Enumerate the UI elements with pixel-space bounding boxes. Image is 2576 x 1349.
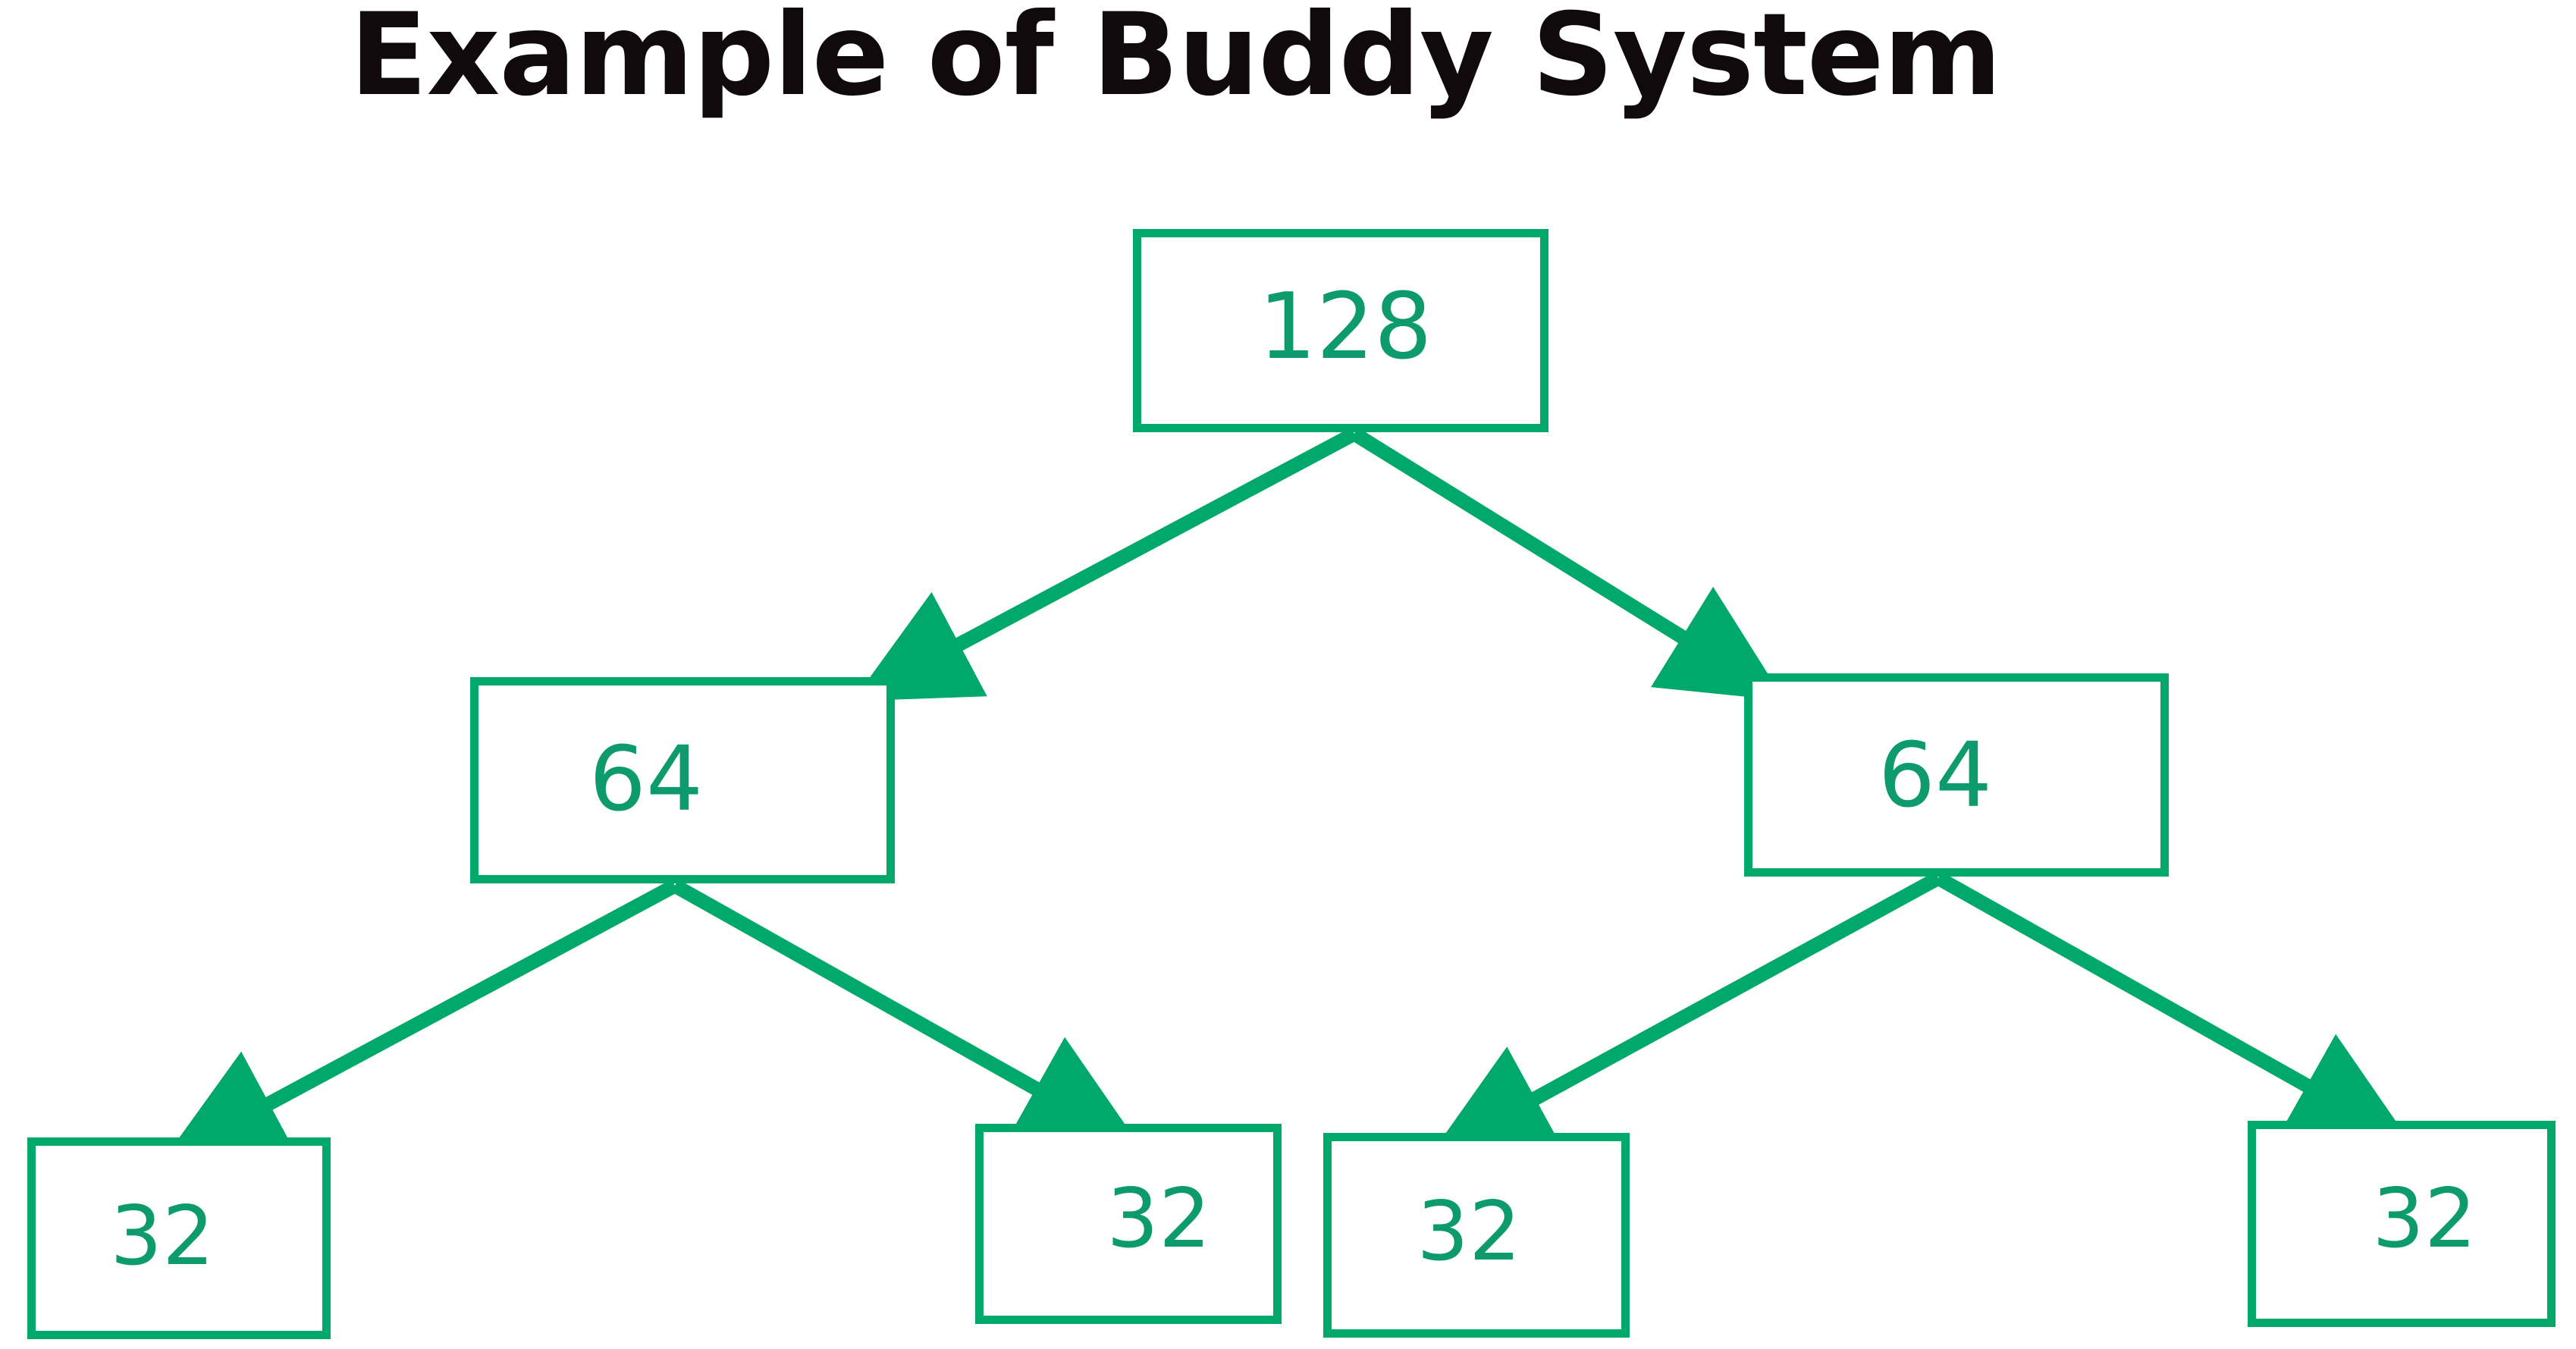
tree-node-128[interactable]: 128 (1133, 229, 1548, 432)
tree-node-label: 32 (110, 1189, 215, 1284)
tree-node-left-32-b[interactable]: 32 (975, 1124, 1282, 1324)
page-title: Example of Buddy System (350, 0, 2002, 121)
tree-node-left-64[interactable]: 64 (470, 677, 895, 883)
tree-node-left-32-a[interactable]: 32 (27, 1137, 331, 1339)
tree-node-label: 32 (1417, 1184, 1521, 1279)
tree-node-label: 128 (1258, 275, 1432, 380)
tree-node-label: 64 (1878, 723, 1993, 827)
edge-left64-to-32a (162, 879, 679, 1161)
tree-node-label: 64 (588, 726, 704, 831)
tree-node-label: 32 (2372, 1172, 2477, 1266)
edge-root-to-right64 (1350, 427, 1785, 701)
edge-root-to-left64 (852, 427, 1358, 701)
tree-node-right-32-b[interactable]: 32 (2248, 1121, 2556, 1327)
tree-node-label: 32 (1106, 1172, 1211, 1266)
edge-right64-to-32a (1429, 871, 1942, 1157)
edge-right64-to-32b (1934, 871, 2412, 1145)
edge-left64-to-32b (671, 879, 1141, 1148)
tree-node-right-32-a[interactable]: 32 (1323, 1133, 1630, 1338)
tree-node-right-64[interactable]: 64 (1744, 673, 2169, 877)
